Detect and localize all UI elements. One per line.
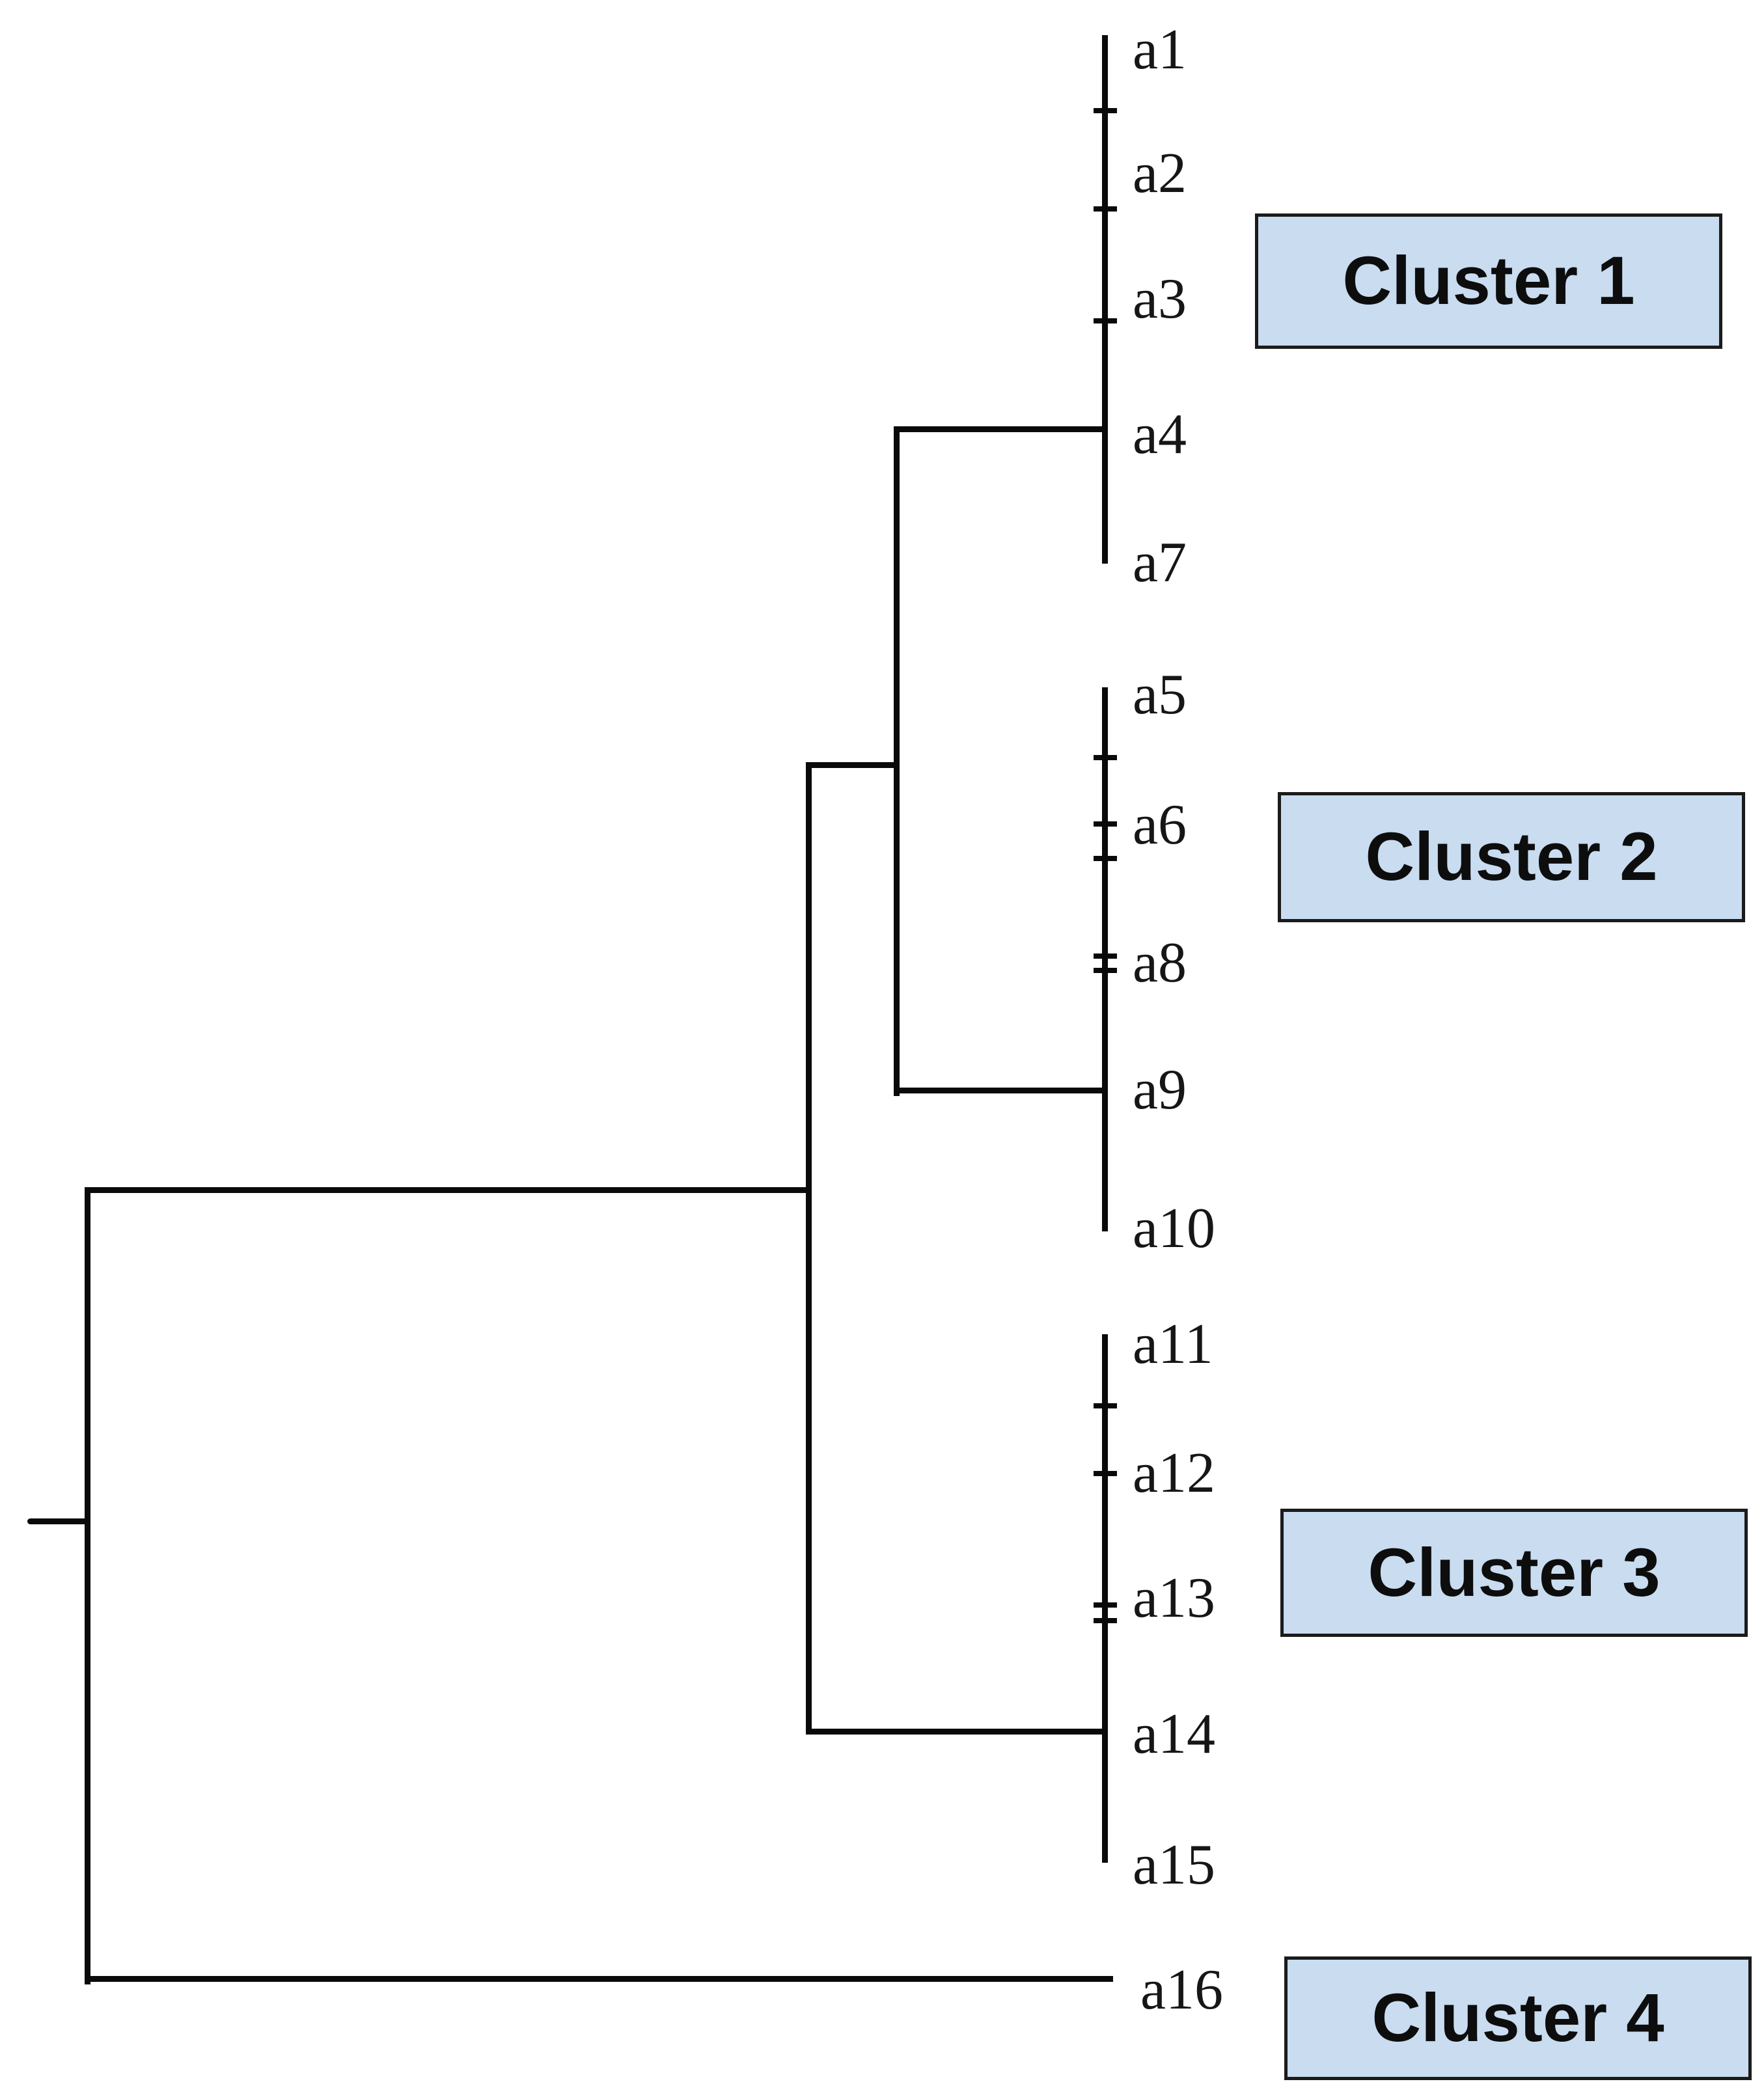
leaf-label-a2: a2: [1133, 142, 1187, 205]
cluster2-merge-tick: [1094, 953, 1117, 959]
leaf-label-a12: a12: [1133, 1442, 1216, 1505]
cluster1-branch: [894, 426, 1108, 432]
leaf-label-a7: a7: [1133, 531, 1187, 594]
node-c123-vertical: [806, 762, 812, 1735]
cluster1-merge-tick: [1094, 108, 1117, 113]
cluster2-box: Cluster 2: [1278, 792, 1745, 922]
leaf-label-a16: a16: [1140, 1958, 1224, 2022]
cluster3-merge-tick: [1094, 1403, 1117, 1408]
cluster3-label: Cluster 3: [1368, 1534, 1661, 1611]
cluster3-box: Cluster 3: [1280, 1509, 1748, 1637]
leaf-label-a1: a1: [1133, 18, 1187, 81]
cluster2-spine: [1102, 687, 1108, 1231]
node-c1c2-vertical: [894, 426, 900, 1096]
cluster2-merge-tick: [1094, 856, 1117, 861]
leaf-label-a5: a5: [1133, 663, 1187, 726]
cluster1-merge-tick: [1094, 206, 1117, 212]
cluster4-branch: [85, 1976, 1113, 1982]
cluster2-merge-tick: [1094, 755, 1117, 760]
cluster3-merge-tick: [1094, 1471, 1117, 1476]
cluster3-merge-tick: [1094, 1602, 1117, 1608]
leaf-label-a9: a9: [1133, 1058, 1187, 1121]
cluster1-merge-tick: [1094, 318, 1117, 323]
leaf-label-a15: a15: [1133, 1833, 1216, 1897]
root-horizontal: [85, 1187, 812, 1193]
leaf-label-a6: a6: [1133, 793, 1187, 857]
cluster1-label: Cluster 1: [1342, 243, 1635, 319]
cluster1-box: Cluster 1: [1255, 213, 1722, 349]
leaf-label-a8: a8: [1133, 931, 1187, 995]
cluster2-merge-tick: [1094, 821, 1117, 827]
cluster2-branch: [894, 1088, 1108, 1093]
cluster3-spine: [1102, 1334, 1108, 1863]
node-c1c2-connector: [806, 762, 900, 768]
leaf-label-a13: a13: [1133, 1567, 1216, 1630]
root-vertical: [85, 1187, 90, 1984]
cluster3-merge-tick: [1094, 1618, 1117, 1623]
leaf-label-a14: a14: [1133, 1703, 1216, 1766]
cluster3-branch: [806, 1729, 1108, 1735]
leaf-label-a4: a4: [1133, 403, 1187, 466]
root-stub: [27, 1518, 90, 1524]
cluster4-label: Cluster 4: [1371, 1980, 1664, 2056]
leaf-label-a10: a10: [1133, 1197, 1216, 1260]
leaf-label-a11: a11: [1133, 1313, 1213, 1376]
cluster2-merge-tick: [1094, 968, 1117, 973]
cluster1-spine: [1102, 35, 1108, 564]
cluster4-box: Cluster 4: [1284, 1956, 1752, 2080]
cluster2-label: Cluster 2: [1365, 819, 1658, 895]
leaf-label-a3: a3: [1133, 268, 1187, 331]
